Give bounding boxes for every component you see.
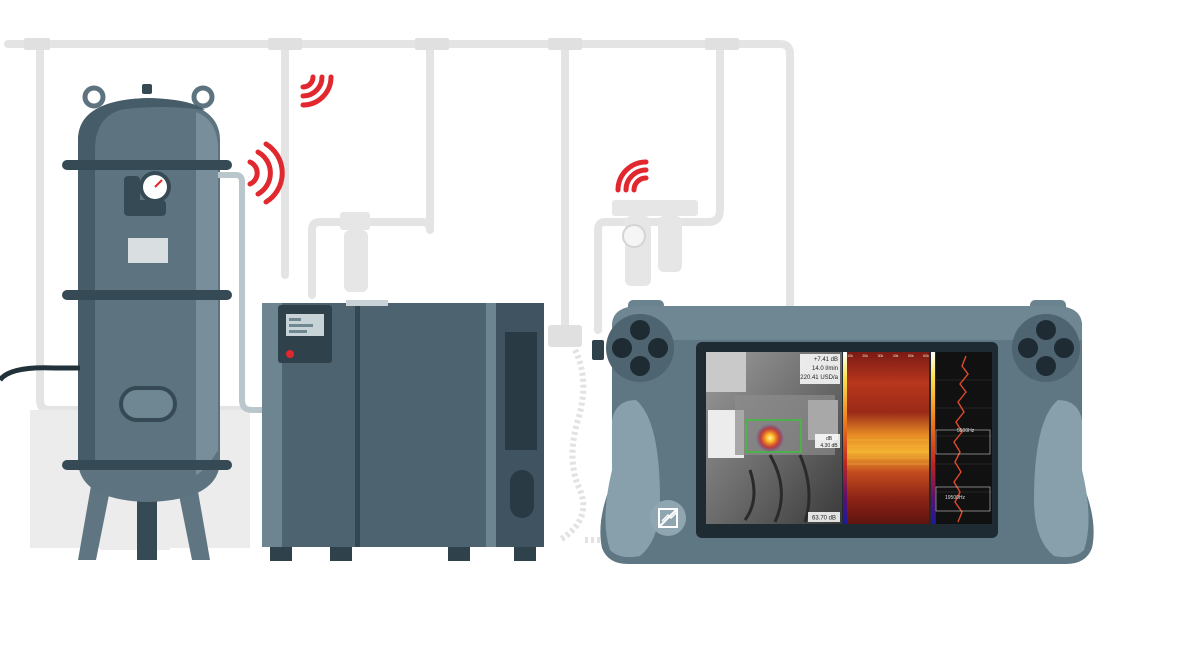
freq-tick-label: 20k	[862, 354, 868, 358]
freq-label-bottom: 19500Hz	[945, 495, 966, 501]
readout-level: +7.41 dB	[814, 357, 838, 363]
spectrogram	[843, 352, 929, 524]
detection-box	[745, 419, 802, 453]
colorbar-left	[843, 352, 847, 524]
compressor-control-panel	[278, 305, 332, 363]
spectrum-panel	[936, 352, 992, 524]
air-receiver-tank	[0, 84, 262, 560]
acoustic-camera-device	[592, 300, 1094, 564]
box-label-value: 4.30 dB	[820, 443, 838, 449]
pipe-network	[4, 40, 794, 414]
freq-tick-label: 50k	[908, 354, 914, 358]
wifi-signal-icon	[300, 74, 334, 108]
dpad-left[interactable]	[606, 314, 674, 382]
background-filter-left	[340, 212, 370, 292]
readout-flow: 14.0 l/min	[812, 366, 838, 372]
spectrogram-streaks	[843, 439, 929, 465]
freq-tick-label: 10k	[847, 354, 853, 358]
camera-logo-icon	[650, 500, 686, 536]
coiled-hose	[558, 348, 605, 543]
pressure-gauge-icon	[124, 171, 171, 216]
air-compressor	[262, 300, 544, 561]
pipe-fittings	[24, 38, 739, 347]
spectrum-grid	[936, 379, 992, 493]
freq-tick-label: 60k	[923, 354, 929, 358]
background-filter-right	[612, 200, 698, 286]
emergency-stop-icon	[286, 350, 294, 358]
freq-tick-label: 30k	[878, 354, 884, 358]
wifi-signal-icon	[247, 141, 285, 205]
freq-tick-label: 40k	[893, 354, 899, 358]
colorbar-right	[931, 352, 935, 524]
box-label-db: dB	[826, 436, 833, 442]
level-bottom: 63.70 dB	[812, 516, 836, 522]
freq-label-top: 5500Hz	[957, 428, 975, 434]
readout-cost: 220.41 USD/a	[800, 375, 838, 381]
device-screen: +7.41 dB 14.0 l/min 220.41 USD/a dB 4.30…	[706, 352, 992, 524]
wifi-signal-icon	[615, 159, 649, 193]
spectrum-trace	[953, 355, 969, 523]
leak-hotspot	[756, 424, 784, 452]
dpad-right[interactable]	[1012, 314, 1080, 382]
